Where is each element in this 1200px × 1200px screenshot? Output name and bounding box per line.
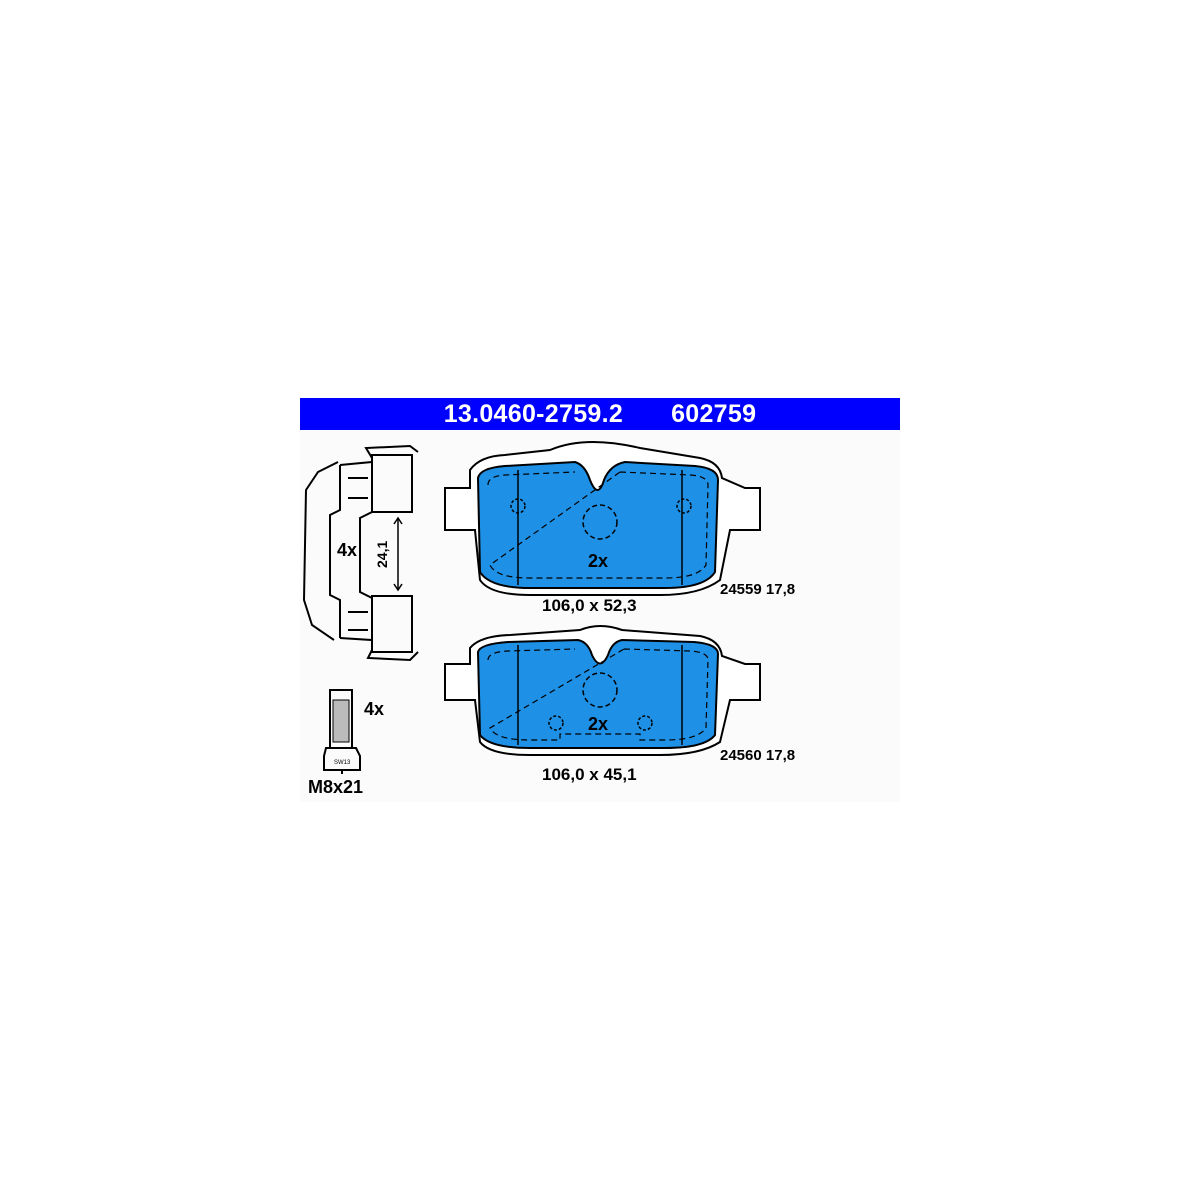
top-brake-pad-drawing [444,441,761,596]
bottom-pad-dimensions: 106,0 x 45,1 [542,765,637,784]
clip-dimension: 24,1 [374,540,390,568]
bolt-quantity: 4x [364,699,385,719]
bottom-brake-pad-drawing [444,625,761,756]
clip-quantity: 4x [337,540,358,560]
top-pad-quantity: 2x [588,551,609,571]
top-pad-wva-thickness: 24559 17,8 [720,581,796,598]
part-header-bar: 13.0460-2759.2 602759 [300,398,900,430]
anti-rattle-clip-drawing [302,444,419,662]
bolt-wrench-size: SW13 [334,760,351,766]
top-pad-dimensions: 106,0 x 52,3 [542,596,637,615]
bottom-pad-quantity: 2x [588,714,609,734]
guide-bolt-drawing [323,689,361,774]
part-number: 13.0460-2759.2 [443,399,624,428]
bolt-size: M8x21 [308,777,364,797]
bottom-pad-wva-thickness: 24560 17,8 [720,747,796,764]
reference-number: 602759 [671,399,757,428]
